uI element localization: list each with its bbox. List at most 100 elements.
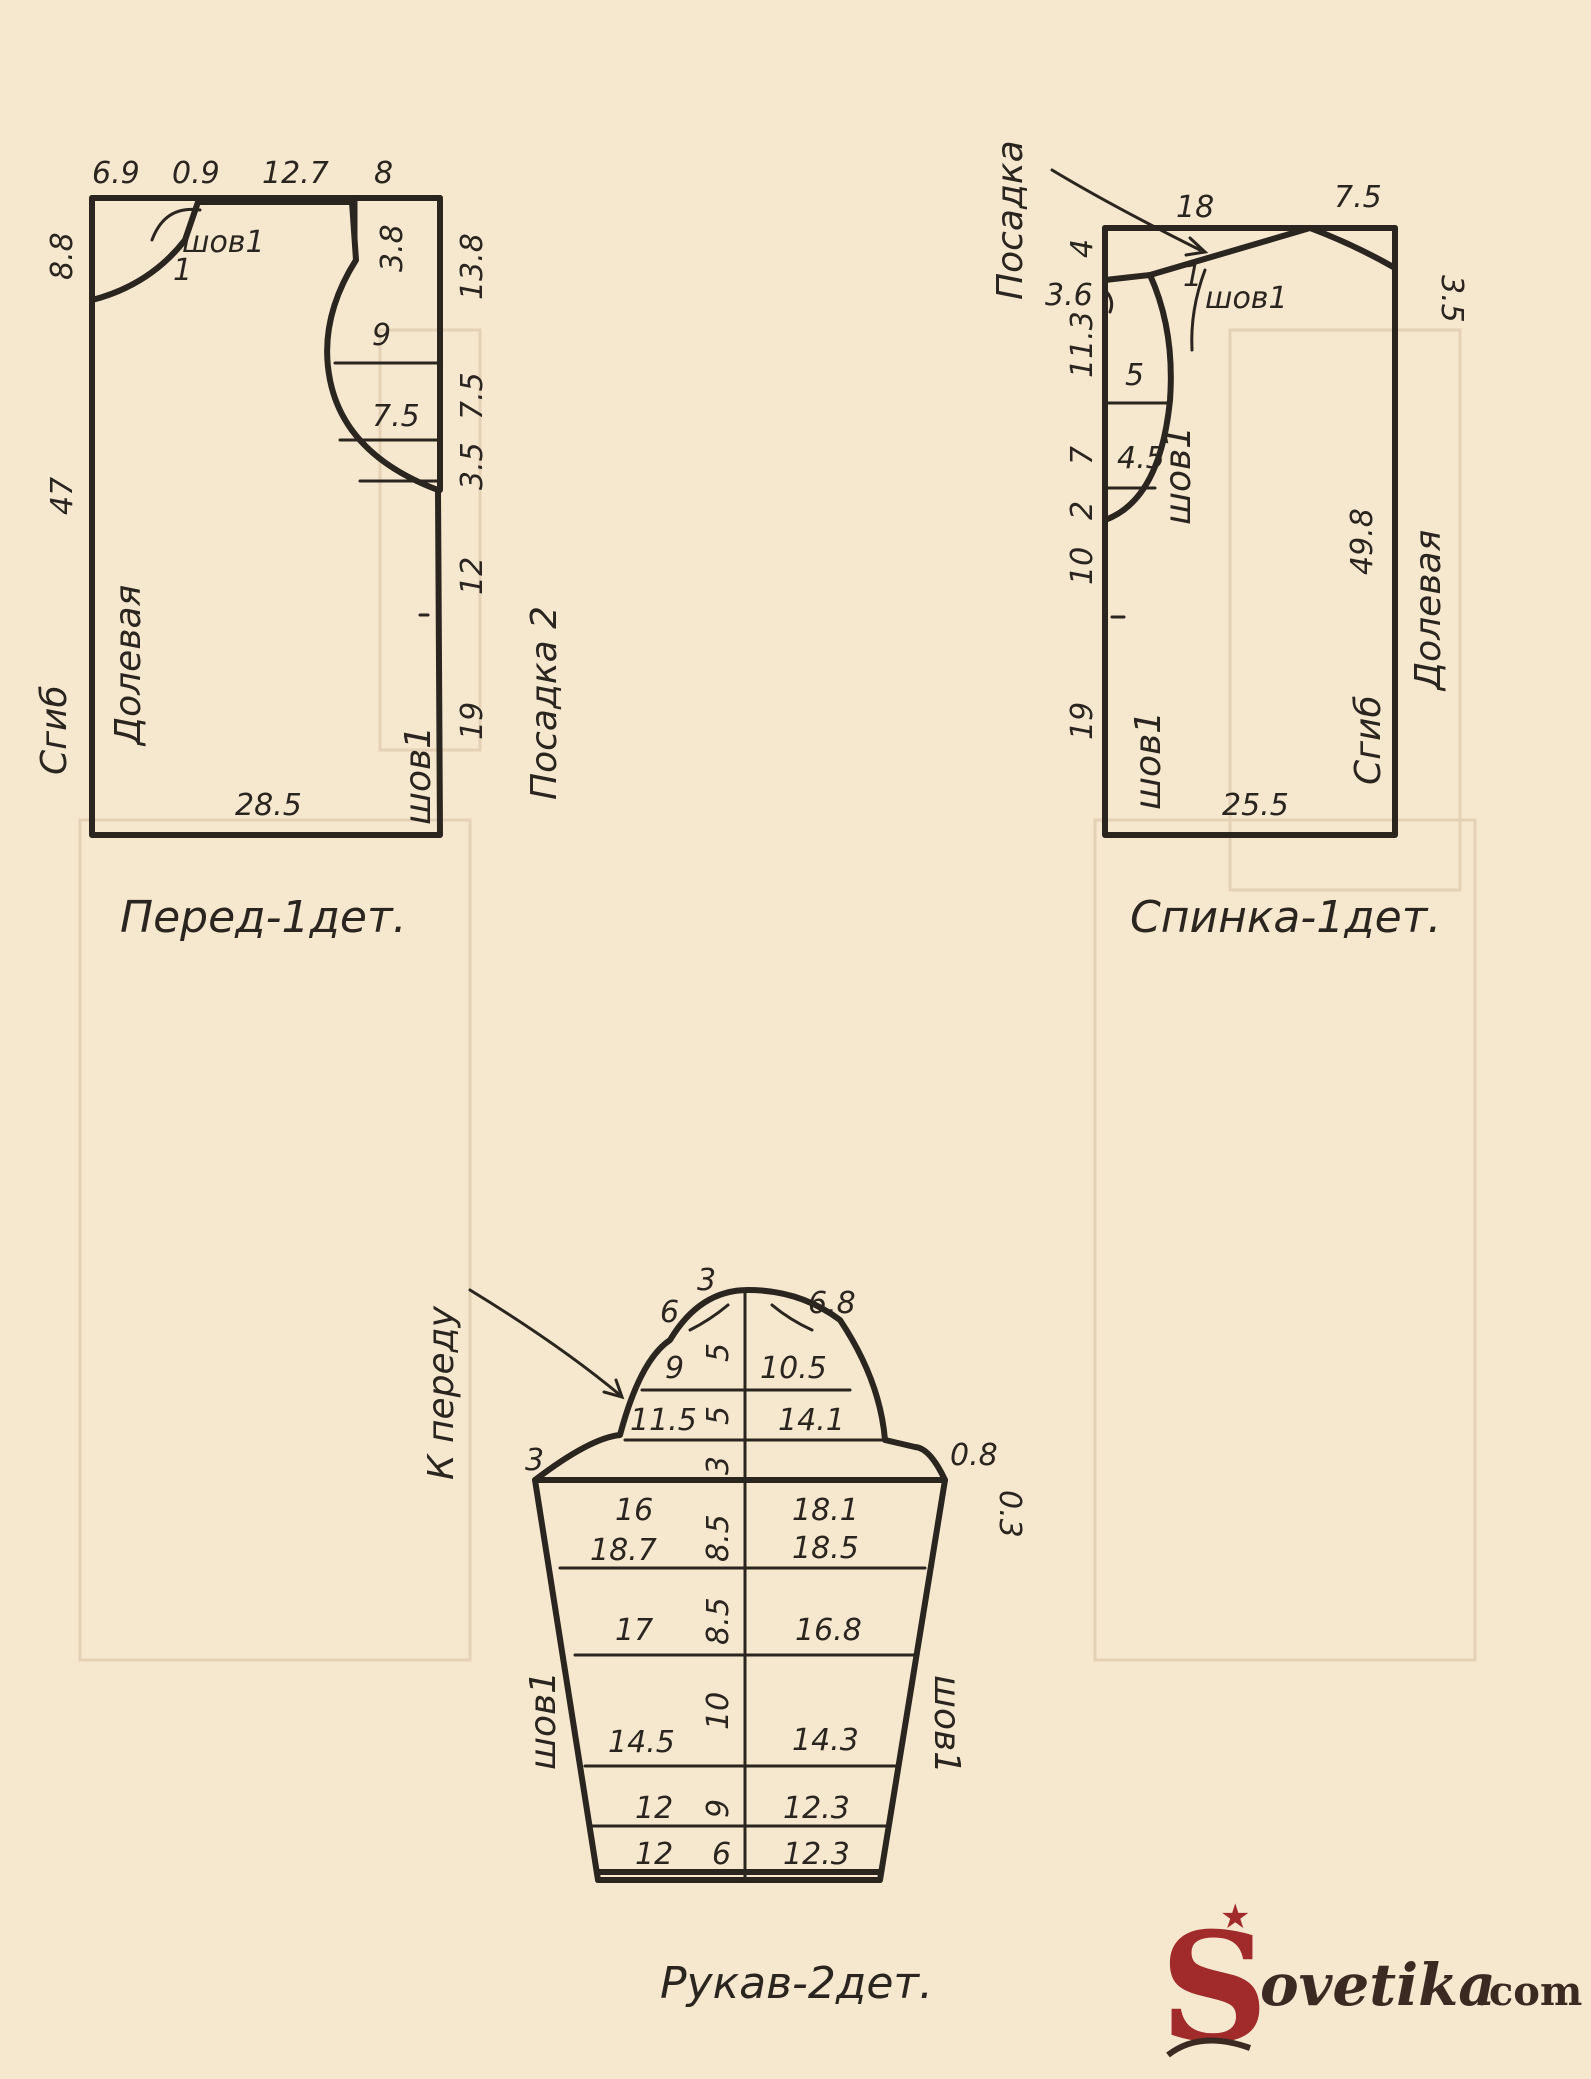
front-side-seam-label: шов1 [398,726,439,825]
sleeve-row6-right: 14.3 [792,1723,859,1758]
back-side-seam-label: шов1 [1128,711,1169,810]
sleeve-row8-height: 6 [712,1837,731,1872]
sleeve-side-dim-left: 3 [525,1443,544,1478]
back-top-dim-2: 7.5 [1334,180,1382,215]
back-top-dim-1: 18 [1176,190,1214,225]
back-caption: Спинка-1дет. [1130,892,1441,943]
sleeve-row5-left: 17 [615,1613,653,1648]
back-armhole-seam-label: шов1 [1158,426,1199,525]
back-right-dim: 3.5 [1434,275,1469,323]
sleeve-row7-left: 12 [635,1791,673,1826]
sleeve-row4-height: 8.5 [701,1514,736,1562]
back-length-dim: 49.8 [1345,508,1380,575]
back-fold-label: Сгиб [1348,695,1389,785]
back-piece: Посадка 18 7.5 3.5 4 3.6 11.3 7 2 10 19 … [990,140,1469,943]
front-right-dim-2: 7.5 [455,372,490,420]
sleeve-front-note: К переду [421,1305,462,1480]
sleeve-row2-right: 14.1 [778,1403,845,1438]
sleeve-cap-dim-3: 6.8 [808,1286,856,1321]
back-armhole [1102,272,1174,523]
sleeve-row1-right: 10.5 [760,1351,827,1386]
back-inner-dim-2: 4.5 [1117,441,1165,476]
sleeve-row1-left: 9 [665,1351,684,1386]
front-fold-label: Сгиб [34,685,75,775]
show-through-ghost [78,328,1477,1662]
back-ease-arrow [1050,168,1202,252]
sleeve-row8-left: 12 [635,1837,673,1872]
front-inner-dim-2: 9 [372,318,391,353]
front-right-dim-4: 12 [455,557,490,595]
back-left-dim-6: 10 [1065,547,1100,585]
logo-brand-text: ovetika [1260,1951,1496,2019]
back-inner-dim-1: 5 [1125,358,1144,393]
back-neck-guide [1103,288,1114,314]
sleeve-row3-height: 3 [701,1456,736,1475]
sleeve-cap-tick-right [770,1303,814,1332]
front-top-dim-3: 12.7 [262,156,329,191]
logo-domain-text: .com [1475,1968,1582,2015]
sleeve-row8-right: 12.3 [783,1837,850,1872]
sleeve-row5-height: 8.5 [701,1597,736,1645]
front-left-dim-2: 47 [45,477,80,515]
front-bottom-dim: 28.5 [235,788,302,823]
sleeve-row4-right: 18.1 [792,1493,859,1528]
back-ease-arrowhead [1184,236,1209,257]
front-inner-dim-3: 7.5 [372,399,420,434]
back-left-dim-4: 7 [1065,446,1100,465]
front-ease-label: Посадка 2 [524,606,565,800]
sovetika-logo: ★ S ovetika .com [1160,1897,1582,2076]
back-left-dim-5: 2 [1065,501,1100,520]
sleeve-row7-right: 12.3 [783,1791,850,1826]
sleeve-seam-label-right: шов1 [926,1675,967,1774]
sleeve-front-arrowhead [602,1378,625,1400]
sleeve-cap-tick-left [688,1303,730,1332]
back-neck-mark: 1 [1183,259,1202,294]
sleeve-row4-right2: 18.5 [792,1531,859,1566]
logo-sickle-icon [1166,2037,1252,2058]
front-right-dim-5: 19 [455,702,490,740]
back-left-dim-2: 3.6 [1045,278,1093,313]
sleeve-row6-height: 10 [701,1692,736,1730]
back-ease-label: Посадка [990,140,1031,300]
back-bottom-dim: 25.5 [1222,788,1289,823]
front-top-dim-4: 8 [374,156,393,191]
sleeve-row4-left2: 18.7 [590,1533,657,1568]
sleeve-caption: Рукав-2дет. [660,1958,933,2009]
back-left-dim-3: 11.3 [1065,311,1100,378]
sleeve-row5-right: 16.8 [795,1613,862,1648]
front-neck-mark: 1 [173,253,192,288]
logo-star-icon: ★ [1220,1897,1250,1937]
front-right-dim-3: 3.5 [455,442,490,490]
sleeve-seam-label-left: шов1 [523,1671,564,1770]
sleeve-side-dim-right-1: 0.8 [950,1438,998,1473]
sleeve-row1-height: 5 [701,1343,736,1362]
front-top-dim-1: 6.9 [92,156,140,191]
sleeve-row4-left: 16 [615,1493,653,1528]
front-shoulder-seam-label: шов1 [182,225,265,260]
sleeve-row2-left: 11.5 [630,1403,697,1438]
front-right-dim-1: 13.8 [455,233,490,300]
sleeve-side-dim-right-2: 0.3 [992,1490,1027,1538]
sleeve-piece: К переду 6 3 6.8 3 0.8 0.3 9 5 10.5 11.5… [421,1263,1027,2009]
sleeve-row7-height: 9 [701,1799,736,1818]
sleeve-cap-dim-2: 3 [697,1263,716,1298]
back-shoulder-seam-label: шов1 [1205,281,1288,316]
front-outline [89,195,443,838]
back-left-dim-1: 4 [1065,239,1100,258]
sleeve-row2-height: 5 [701,1406,736,1425]
front-neck-guide [150,207,202,242]
back-shoulder-seam-arrow [1190,268,1207,352]
front-inner-dim-1: 3.8 [375,224,410,272]
sleeve-front-arrow [468,1288,622,1397]
back-left-dim-7: 19 [1065,702,1100,740]
sleeve-row6-left: 14.5 [608,1725,675,1760]
front-caption: Перед-1дет. [120,892,407,943]
front-piece: 6.9 0.9 12.7 8 8.8 47 Сгиб Долевая шов1 … [34,156,565,943]
front-grain-label: Долевая [108,585,149,747]
front-left-dim-1: 8.8 [45,232,80,280]
back-grain-label: Долевая [1408,530,1449,692]
sleeve-outline [532,1287,948,1883]
front-top-dim-2: 0.9 [172,156,220,191]
